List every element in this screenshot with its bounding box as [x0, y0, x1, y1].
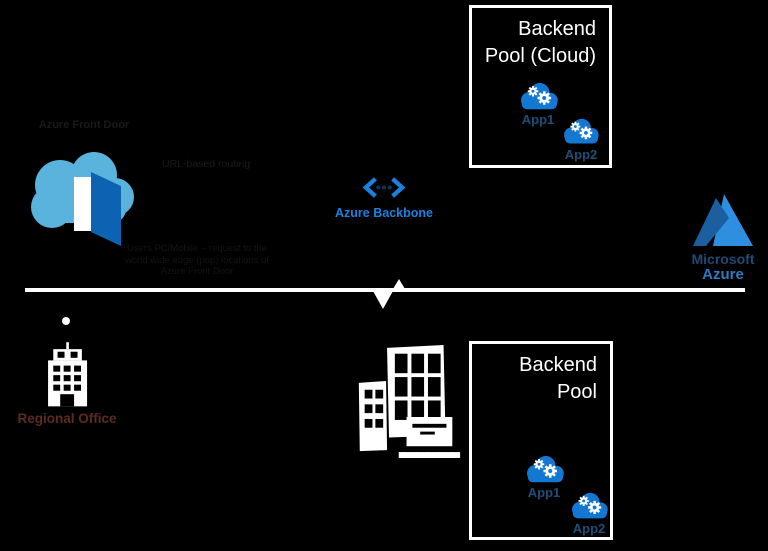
app2-label: App2	[572, 521, 606, 536]
azure-backbone-icon	[362, 177, 406, 198]
title-line-2: Pool (Cloud)	[484, 45, 596, 67]
azure-backbone-label: Azure Backbone	[335, 206, 433, 220]
front-door-caption: Users PC/Mobile – request to the world w…	[112, 243, 282, 278]
app1-label: App1	[527, 485, 561, 500]
open-door	[91, 172, 121, 246]
microsoft-wordmark: Microsoft	[691, 251, 755, 267]
app-cloud-icon	[521, 453, 569, 486]
app2-label-cloud: App2	[564, 147, 598, 162]
backend-pool-box: Backend Pool	[469, 341, 613, 540]
caption-line-3: Azure Front Door	[160, 266, 234, 277]
up-arrowhead	[393, 279, 405, 289]
title-line-1: Backend	[519, 354, 597, 376]
routing-label: URL-based routing	[162, 158, 251, 170]
caption-line-2: world wide edge (pop) locations of	[124, 254, 270, 266]
backend-pool-title: Backend Pool	[472, 344, 610, 406]
app-cloud-icon	[515, 80, 563, 113]
office-building-icon	[48, 342, 88, 407]
door-frame	[74, 177, 91, 231]
edge-buildings-icon	[358, 344, 461, 458]
regional-office-label: Regional Office	[17, 411, 117, 426]
front-door-cloud-icon	[31, 152, 134, 246]
front-door-label: Azure Front Door	[38, 119, 130, 131]
app-cloud-icon	[566, 490, 613, 522]
app1-label-cloud: App1	[521, 112, 555, 127]
azure-boundary-line	[25, 288, 745, 292]
caption-line-1: Users PC/Mobile – request to the	[127, 243, 267, 254]
app-cloud-icon	[558, 116, 604, 147]
title-line-1: Backend	[518, 18, 596, 40]
azure-wordmark: Azure	[702, 266, 744, 283]
azure-logo-icon	[693, 194, 753, 246]
person-dot-icon	[62, 317, 70, 325]
title-line-2: Pool	[556, 381, 597, 403]
backend-pool-cloud-title: Backend Pool (Cloud)	[472, 8, 609, 70]
down-arrowhead	[373, 291, 393, 309]
